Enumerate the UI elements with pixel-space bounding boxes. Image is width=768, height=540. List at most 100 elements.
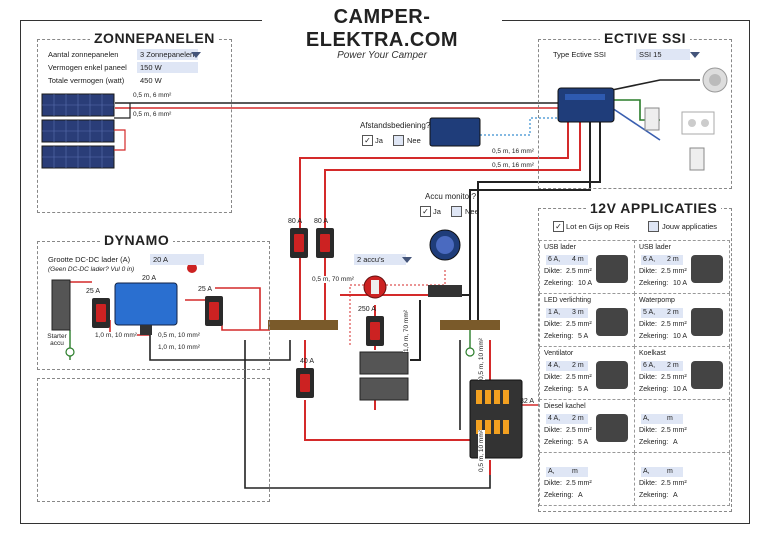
apps-opt2-checkbox[interactable] [648,221,659,232]
app-thickness-label: Dikte: [639,427,657,434]
dcdc-note: (Geen DC-DC lader? Vul 0 in) [48,266,135,273]
app-amp-input[interactable]: A, [641,414,667,424]
remote-yes-label: Ja [375,136,383,145]
app-fuse-label: Zekering: [544,492,574,499]
app-length-input[interactable]: 2 m [665,255,683,265]
app-amp-input[interactable]: 1 A, [546,308,572,318]
remote-yes-checkbox[interactable]: ✓ [362,135,373,146]
app-length-input[interactable]: 2 m [570,414,588,424]
chevron-down-icon[interactable] [191,52,201,58]
remote-question: Afstandsbediening? [360,121,431,130]
app-length-input[interactable]: 2 m [665,361,683,371]
app-thickness-label: Dikte: [639,321,657,328]
apps-opt1-checkbox[interactable]: ✓ [553,221,564,232]
solar-panel-group [41,93,115,169]
dynamo-fuse2-label: 25 A [198,286,213,293]
app-amp-input[interactable]: 4 A, [546,414,572,424]
app-fuse-value: 10 A [673,386,688,393]
appliance-icon [596,308,628,336]
app-fuse-label: Zekering: [639,386,669,393]
dynamo-wire-label-2: 0,5 m, 10 mm² [158,332,200,339]
app-thickness-value: 2.5 mm² [566,268,592,275]
chevron-down-icon[interactable] [402,257,412,263]
app-amp-input[interactable]: 4 A, [546,361,572,371]
app-fuse-label: Zekering: [544,439,574,446]
app-fuse-label: Zekering: [544,386,574,393]
charger-label: 20 A [142,275,157,282]
app-thickness-value: 2.5 mm² [566,321,592,328]
appliance-icon [691,308,723,336]
app-thickness-value: 2.5 mm² [566,480,592,487]
app-thickness-label: Dikte: [544,427,562,434]
app-amp-input[interactable]: 6 A, [546,255,572,265]
app-fuse-label: Zekering: [639,333,669,340]
appliance-icon [596,361,628,389]
app-length-input[interactable]: m [665,414,683,424]
app-length-input[interactable]: 2 m [570,361,588,371]
app-thickness-label: Dikte: [639,480,657,487]
monitor-no-label: Nee [465,207,479,216]
ective-ssi-device [557,87,615,123]
app-length-input[interactable]: 4 m [570,255,588,265]
app-fuse-value: 10 A [673,280,688,287]
solar-count-select[interactable]: 3 Zonnepanelen [137,49,198,60]
fuse-250a-label: 250 A [358,306,376,313]
app-amp-input[interactable]: 6 A, [641,361,667,371]
fuse-80a-2 [316,228,334,258]
dcdc-input[interactable]: 20 A [150,254,204,265]
app-name: Ventilator [544,350,574,357]
app-thickness-label: Dikte: [544,321,562,328]
app-amp-input[interactable]: 5 A, [641,308,667,318]
app-amp-input[interactable]: A, [641,467,667,477]
monitor-yes-label: Ja [433,207,441,216]
app-fuse-value: 5 A [578,333,589,340]
bus-to-ssi-negative-2 [477,122,601,320]
app-fuse-value: 10 A [578,280,593,287]
app-length-input[interactable]: m [665,467,683,477]
app-amp-input[interactable]: 6 A, [641,255,667,265]
monitor-no-checkbox[interactable] [451,206,462,217]
remote-no-checkbox[interactable] [393,135,404,146]
app-thickness-label: Dikte: [544,268,562,275]
ssi-wire-label-1: 0,5 m, 16 mm² [492,148,534,155]
apps-title: 12V APPLICATIES [586,200,722,216]
app-name: USB lader [544,244,576,251]
app-fuse-value: A [578,492,583,499]
fuse-80a-1 [290,228,308,258]
monitor-yes-checkbox[interactable]: ✓ [420,206,431,217]
apps-opt2-label: Jouw applicaties [662,222,718,231]
vertical-wire-label: 1,0 m, 70 mm² [403,310,410,352]
fuse-40a [296,368,314,398]
ssi-type-label: Type Ective SSI [553,50,606,59]
app-thickness-label: Dikte: [544,480,562,487]
battery-count-select[interactable]: 2 accu's [354,254,406,265]
app-amp-input[interactable]: A, [546,467,572,477]
ssi-wire-label-2: 0,5 m, 16 mm² [492,162,534,169]
ssi-type-select[interactable]: SSI 15 [636,49,690,60]
solar-total-value: 450 W [140,76,162,85]
dynamo-fuse-1 [92,298,110,328]
app-length-input[interactable]: 2 m [665,308,683,318]
app-length-input[interactable]: 3 m [570,308,588,318]
app-name: Diesel kachel [544,403,586,410]
solar-power-input[interactable]: 150 W [137,62,198,73]
app-thickness-label: Dikte: [544,374,562,381]
chevron-down-icon[interactable] [690,52,700,58]
fuse-80a-label-1: 80 A [288,218,303,225]
header: CAMPER-ELEKTRA.COM Power Your Camper [262,6,502,61]
right-wire-label: 0,5 m, 10 mm² [478,338,485,380]
app-fuse-label: Zekering: [639,280,669,287]
solar-title: ZONNEPANELEN [90,30,219,46]
app-length-input[interactable]: m [570,467,588,477]
